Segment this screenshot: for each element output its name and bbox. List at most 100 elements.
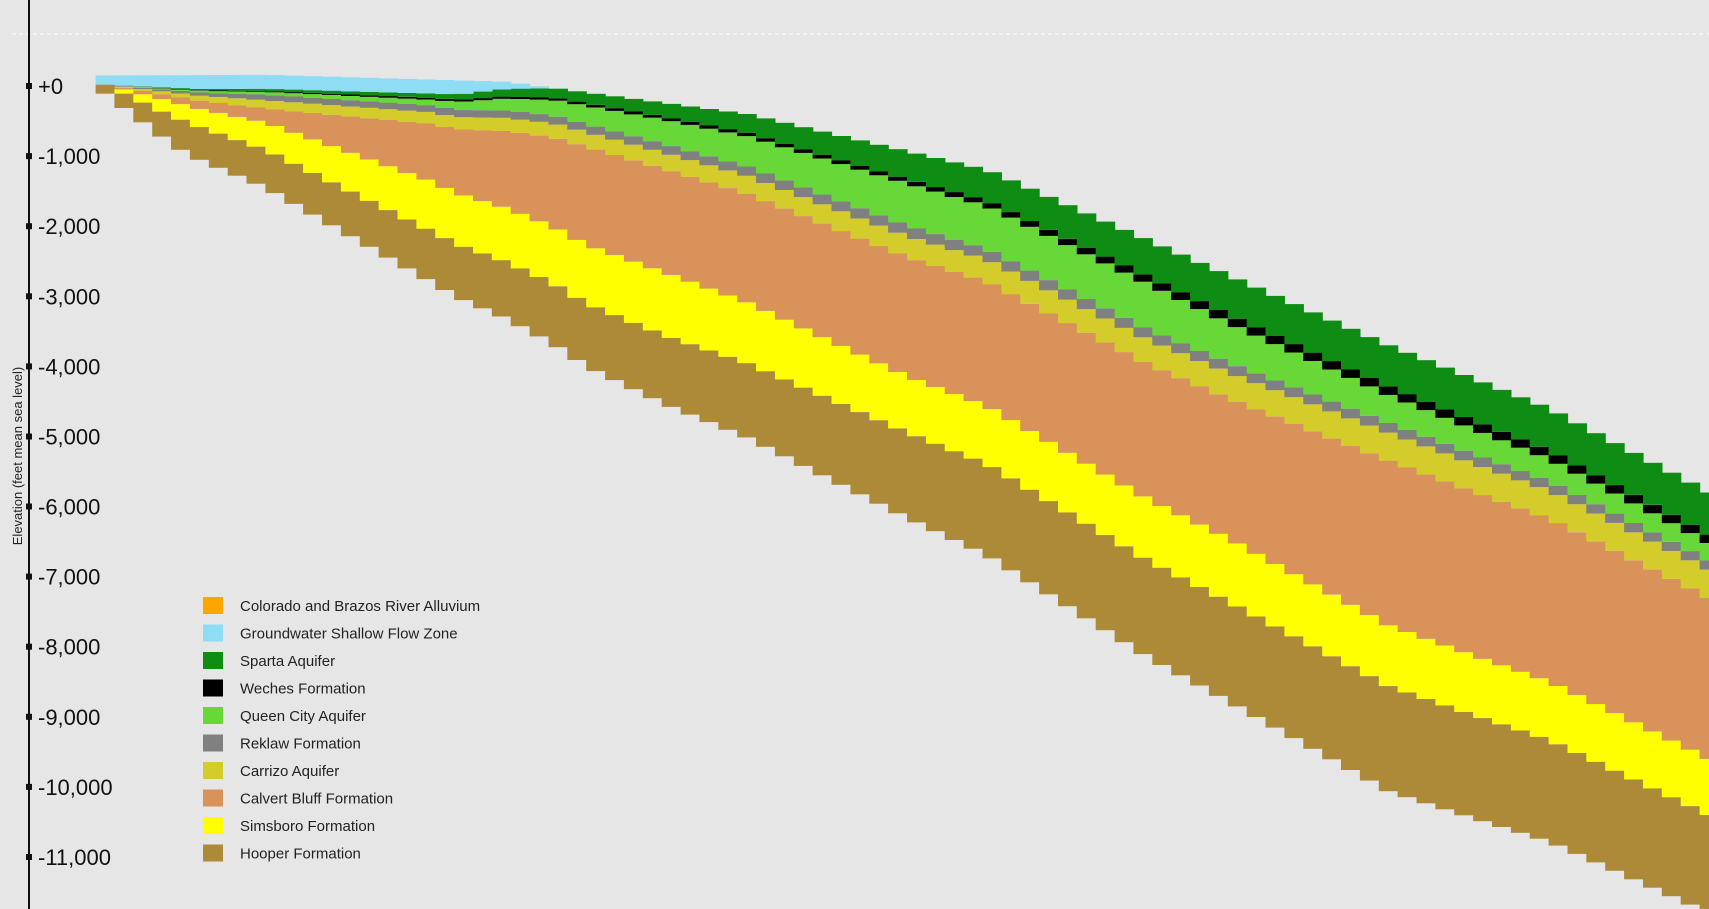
cell-carrizo-aquifer [340, 106, 361, 117]
cell-simsboro-formation [548, 229, 568, 287]
cell-sparta-aquifer [944, 162, 965, 193]
legend-swatch-colorado-and-brazos-river-alluvium [203, 597, 223, 614]
cell-simsboro-formation [416, 179, 436, 229]
cell-calvert-bluff-formation [1661, 579, 1682, 741]
cell-queen-city-aquifer [1435, 417, 1455, 444]
cell-reklaw-formation [1586, 504, 1606, 514]
cell-sparta-aquifer [397, 92, 417, 97]
cell-calvert-bluff-formation [265, 109, 285, 126]
cell-simsboro-formation [189, 108, 210, 127]
cell-simsboro-formation [1039, 441, 1059, 502]
cell-hooper-formation [774, 379, 795, 457]
cell-sparta-aquifer [605, 96, 625, 109]
cell-reklaw-formation [246, 94, 266, 100]
cell-sparta-aquifer [1473, 382, 1493, 425]
cell-reklaw-formation [1680, 551, 1701, 561]
cell-queen-city-aquifer [1605, 493, 1625, 514]
cell-weches-formation [359, 95, 380, 97]
cell-queen-city-aquifer [1454, 425, 1474, 451]
y-tick-label: -3,000 [38, 284, 100, 309]
legend-label-queen-city-aquifer: Queen City Aquifer [240, 708, 366, 725]
cell-carrizo-aquifer [1416, 446, 1436, 475]
cell-sparta-aquifer [1341, 328, 1361, 370]
cell-simsboro-formation [1397, 632, 1418, 693]
cell-sparta-aquifer [567, 91, 587, 102]
cell-queen-city-aquifer [1397, 402, 1418, 430]
cell-hooper-formation [982, 467, 1002, 559]
cell-queen-city-aquifer [1586, 483, 1606, 505]
cell-hooper-formation [189, 127, 210, 160]
cell-reklaw-formation [227, 93, 248, 99]
cell-simsboro-formation [1020, 430, 1040, 490]
cell-carrizo-aquifer [1359, 425, 1380, 454]
cell-calvert-bluff-formation [586, 149, 606, 249]
y-tick-label: -4,000 [38, 354, 100, 379]
y-tick-label: -11,000 [38, 845, 111, 870]
cell-queen-city-aquifer [869, 175, 889, 216]
y-tick-label: -10,000 [38, 775, 113, 800]
band-groundwater-shallow-flow-zone [95, 74, 550, 95]
cell-reklaw-formation [831, 201, 851, 212]
cell-hooper-formation [1680, 806, 1701, 905]
cell-groundwater-shallow-flow-zone [529, 86, 550, 89]
cell-hooper-formation [1586, 761, 1606, 863]
legend-swatch-reklaw-formation [203, 734, 223, 752]
cell-queen-city-aquifer [1510, 447, 1531, 472]
cell-queen-city-aquifer [303, 94, 323, 98]
y-tick-label: -9,000 [38, 705, 100, 730]
cell-sparta-aquifer [793, 127, 814, 150]
cell-weches-formation [227, 90, 248, 92]
cell-hooper-formation [114, 93, 134, 108]
cell-reklaw-formation [1548, 485, 1569, 496]
y-tick [26, 713, 32, 720]
cell-simsboro-formation [1416, 638, 1436, 699]
cell-calvert-bluff-formation [793, 216, 814, 329]
cell-weches-formation [982, 203, 1002, 209]
cell-hooper-formation [227, 140, 248, 176]
cell-calvert-bluff-formation [1076, 332, 1097, 464]
cell-reklaw-formation [114, 86, 134, 87]
cell-carrizo-aquifer [1624, 532, 1644, 561]
cell-groundwater-shallow-flow-zone [208, 75, 229, 89]
cell-reklaw-formation [982, 251, 1002, 263]
cell-hooper-formation [246, 146, 266, 184]
cell-sparta-aquifer [265, 89, 285, 92]
cell-carrizo-aquifer [1058, 299, 1078, 324]
cell-reklaw-formation [850, 208, 870, 219]
cell-reklaw-formation [963, 245, 984, 256]
cell-reklaw-formation [567, 121, 587, 130]
cell-weches-formation [246, 90, 266, 92]
cell-calvert-bluff-formation [171, 97, 191, 105]
band-reklaw-formation [114, 86, 1709, 570]
cell-weches-formation [699, 125, 719, 129]
cell-simsboro-formation [944, 394, 965, 452]
y-tick [26, 83, 32, 89]
cell-groundwater-shallow-flow-zone [284, 75, 304, 90]
cell-hooper-formation [1133, 557, 1153, 655]
cell-queen-city-aquifer [642, 117, 663, 142]
cell-calvert-bluff-formation [1492, 501, 1512, 666]
cell-groundwater-shallow-flow-zone [171, 75, 191, 89]
cell-reklaw-formation [925, 234, 946, 245]
cell-weches-formation [1133, 274, 1153, 282]
cell-hooper-formation [944, 451, 965, 540]
cell-queen-city-aquifer [1246, 335, 1267, 374]
cell-hooper-formation [1378, 686, 1399, 792]
cell-weches-formation [831, 160, 851, 165]
cell-simsboro-formation [586, 248, 606, 308]
cell-hooper-formation [1397, 692, 1418, 798]
cell-reklaw-formation [699, 156, 719, 166]
cell-weches-formation [1378, 386, 1399, 395]
legend-label-sparta-aquifer: Sparta Aquifer [240, 653, 335, 670]
cell-carrizo-aquifer [1454, 460, 1474, 489]
cell-reklaw-formation [1265, 380, 1285, 391]
cell-queen-city-aquifer [265, 92, 285, 96]
cell-sparta-aquifer [1095, 221, 1116, 257]
cell-reklaw-formation [1303, 394, 1323, 405]
cell-sparta-aquifer [1284, 304, 1304, 345]
cell-calvert-bluff-formation [1020, 303, 1040, 431]
cell-calvert-bluff-formation [114, 87, 134, 90]
cell-carrizo-aquifer [793, 197, 814, 217]
cell-hooper-formation [605, 315, 625, 381]
cell-sparta-aquifer [869, 144, 889, 172]
